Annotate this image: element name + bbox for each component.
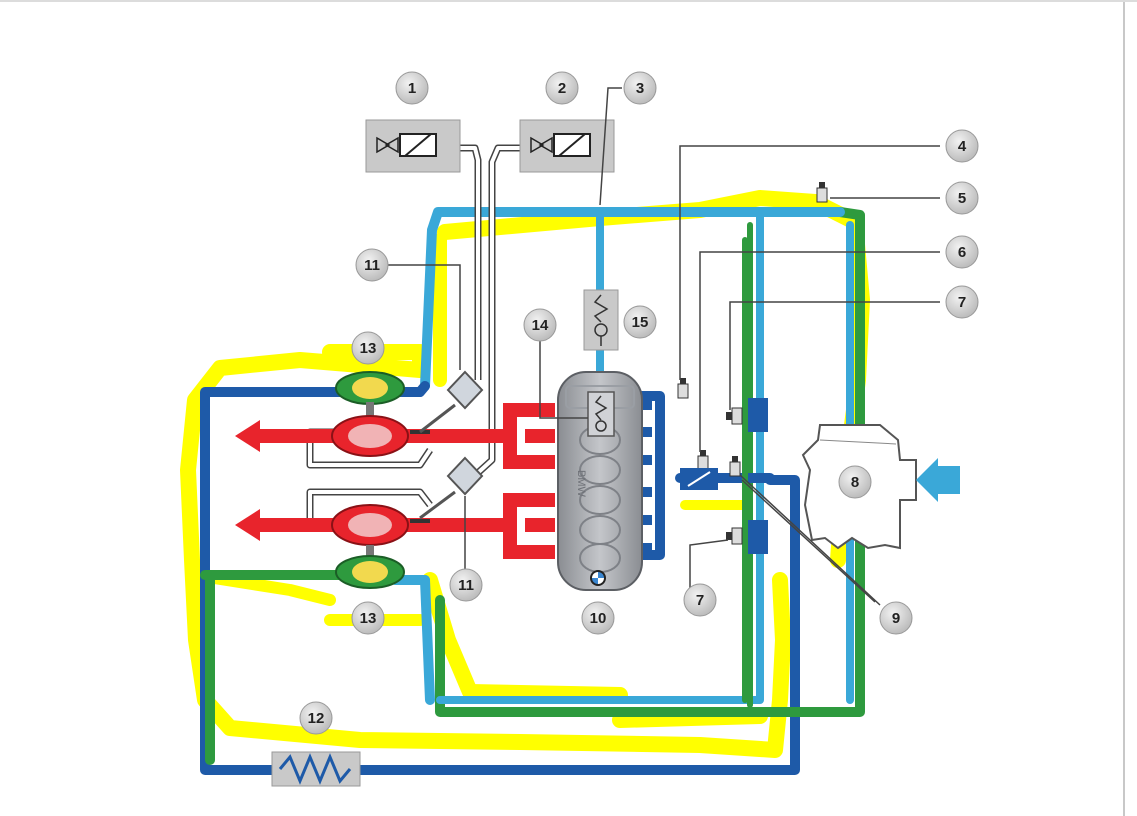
callout-5: 5 — [945, 181, 979, 215]
svg-text:11: 11 — [364, 257, 380, 274]
pipe-network — [200, 207, 865, 775]
sensor-icon — [729, 456, 741, 477]
svg-text:10: 10 — [590, 610, 607, 627]
bmw-logo-icon — [590, 570, 606, 586]
svg-text:6: 6 — [958, 244, 966, 261]
damper-12 — [271, 751, 361, 787]
leader-lines — [380, 87, 940, 606]
solenoid-valve-2 — [519, 119, 615, 173]
svg-text:9: 9 — [892, 610, 900, 627]
svg-text:13: 13 — [360, 610, 377, 627]
callout-15: 15 — [623, 305, 657, 339]
svg-text:5: 5 — [958, 190, 966, 207]
callout-2: 2 — [545, 71, 579, 105]
engine-block: BMW — [557, 371, 652, 591]
sensor-icon — [677, 378, 689, 399]
sensors — [677, 182, 828, 554]
sensor-icon — [697, 450, 709, 471]
svg-text:2: 2 — [558, 80, 566, 97]
turbocharger-icon — [348, 424, 392, 448]
callout-3: 3 — [623, 71, 657, 105]
callout-13-upper: 13 — [351, 331, 385, 365]
turbocharger-icon — [348, 513, 392, 537]
callout-9: 9 — [879, 601, 913, 635]
callout-12: 12 — [299, 701, 333, 735]
svg-text:13: 13 — [360, 340, 377, 357]
turbocharger-lower — [331, 504, 409, 589]
svg-text:11: 11 — [458, 577, 474, 594]
svg-text:1: 1 — [408, 80, 416, 97]
intake-arrow-icon — [916, 458, 960, 502]
svg-text:14: 14 — [532, 317, 549, 334]
exhaust-arrow-icon — [235, 509, 260, 541]
wastegate-actuator-lower — [419, 456, 484, 520]
callout-8: 8 — [838, 465, 872, 499]
svg-text:8: 8 — [851, 474, 859, 491]
exhaust-arrow-icon — [235, 420, 260, 452]
callout-7-upper: 7 — [945, 285, 979, 319]
callout-6: 6 — [945, 235, 979, 269]
callout-4: 4 — [945, 129, 979, 163]
turbocharger-upper — [331, 371, 409, 457]
callout-1: 1 — [395, 71, 429, 105]
callout-11-upper: 11 — [355, 248, 389, 282]
callout-14: 14 — [523, 308, 557, 342]
svg-text:4: 4 — [958, 138, 967, 155]
air-intake-housing — [801, 424, 960, 550]
svg-text:3: 3 — [636, 80, 644, 97]
callout-10: 10 — [581, 601, 615, 635]
svg-text:15: 15 — [632, 314, 649, 331]
sensor-icon — [726, 407, 743, 425]
spring-valve-icon — [587, 391, 615, 437]
sensor-icon — [726, 527, 743, 545]
solenoid-vacuum-lines — [306, 144, 520, 529]
check-valve-15 — [583, 289, 619, 351]
wastegate-actuator-upper — [419, 370, 484, 434]
svg-text:12: 12 — [308, 710, 325, 727]
svg-text:7: 7 — [958, 294, 966, 311]
callout-7-lower: 7 — [683, 583, 717, 617]
engine-brand-text: BMW — [575, 470, 587, 498]
callout-13-lower: 13 — [351, 601, 385, 635]
callout-11-lower: 11 — [449, 568, 483, 602]
callouts: 1 2 3 4 5 6 7 11 14 15 13 8 11 7 9 10 13… — [299, 71, 979, 735]
sensor-icon — [816, 182, 828, 203]
svg-text:7: 7 — [696, 592, 704, 609]
solenoid-valve-1 — [365, 119, 461, 173]
